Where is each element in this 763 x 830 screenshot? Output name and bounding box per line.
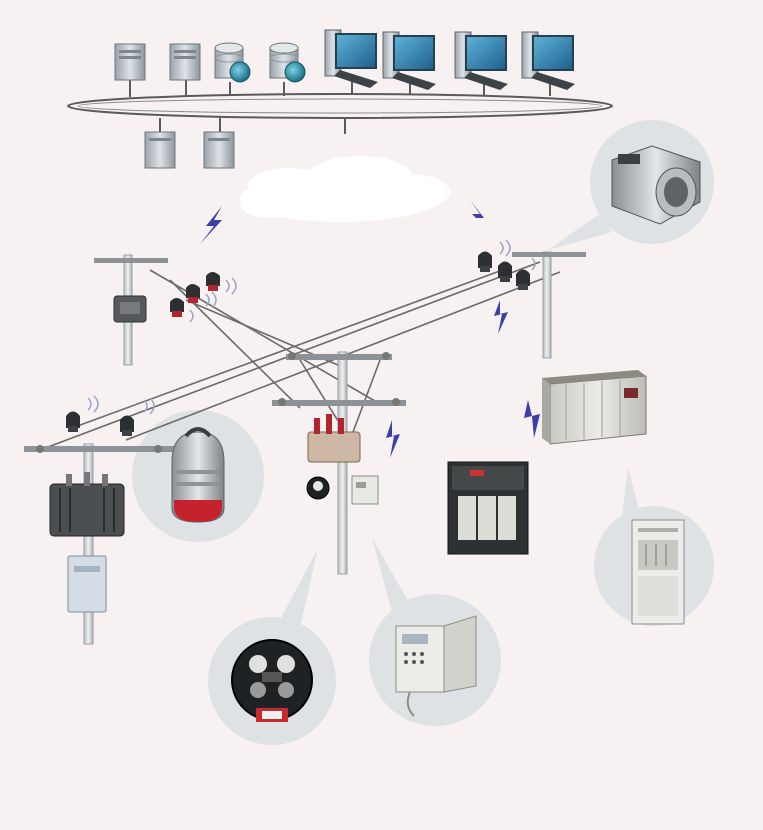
fault-indicator-icon: [66, 411, 80, 432]
wireless-waves: [87, 395, 155, 415]
ring-connectors: [129, 80, 551, 134]
cloud-icon: [240, 156, 450, 222]
fault-indicator-icon: [206, 272, 220, 291]
utility-pole-icon: [512, 251, 586, 359]
ring-main-unit-icon: [542, 370, 647, 445]
fault-indicator-icon: [170, 298, 184, 317]
server-icon: [169, 43, 201, 81]
server-icon: [203, 131, 235, 169]
fault-indicator-icon: [186, 284, 200, 303]
database-globe-icon: [269, 42, 306, 83]
utility-pole-icon: [272, 351, 406, 575]
wireless-waves: [189, 277, 237, 323]
fault-indicator-closeup: [171, 427, 225, 523]
distribution-panel-icon: [631, 519, 685, 625]
switchgear-cabinet-icon: [447, 461, 529, 555]
callout-tail: [372, 538, 410, 612]
control-box-icon: [351, 475, 379, 505]
transformer-icon: [49, 472, 125, 537]
server-icon: [114, 43, 146, 81]
collector-terminal-icon: [611, 145, 701, 225]
callout-tail: [622, 468, 640, 516]
wireless-bolt-icon: [470, 200, 494, 236]
wireless-bolt-icon: [494, 300, 508, 334]
workstation-icon: [382, 31, 436, 90]
fault-indicator-icon: [498, 261, 512, 282]
network-backbone-ring: [67, 93, 613, 119]
electric-meter-icon: [306, 476, 330, 500]
database-globe-icon: [214, 42, 251, 83]
workstation-icon: [454, 31, 508, 90]
wireless-waves: [499, 239, 536, 271]
electric-meter-closeup: [231, 639, 313, 722]
utility-pole-icon: [24, 443, 174, 645]
wireless-bolt-icon: [524, 400, 540, 438]
wireless-bolt-icon: [386, 420, 400, 458]
fault-indicator-icon: [120, 415, 134, 436]
workstation-icon: [521, 31, 575, 90]
transformer-icon: [113, 295, 147, 323]
fault-indicator-icon: [478, 251, 492, 272]
control-box-icon: [67, 555, 107, 613]
transformer-icon: [307, 414, 361, 463]
server-icon: [144, 131, 176, 169]
control-box-closeup: [395, 615, 477, 717]
wireless-bolt-icon: [200, 206, 222, 244]
callout-tail: [548, 212, 612, 250]
workstation-icon: [324, 29, 378, 88]
fault-indicator-icon: [516, 269, 530, 290]
callout-tail: [280, 548, 318, 628]
